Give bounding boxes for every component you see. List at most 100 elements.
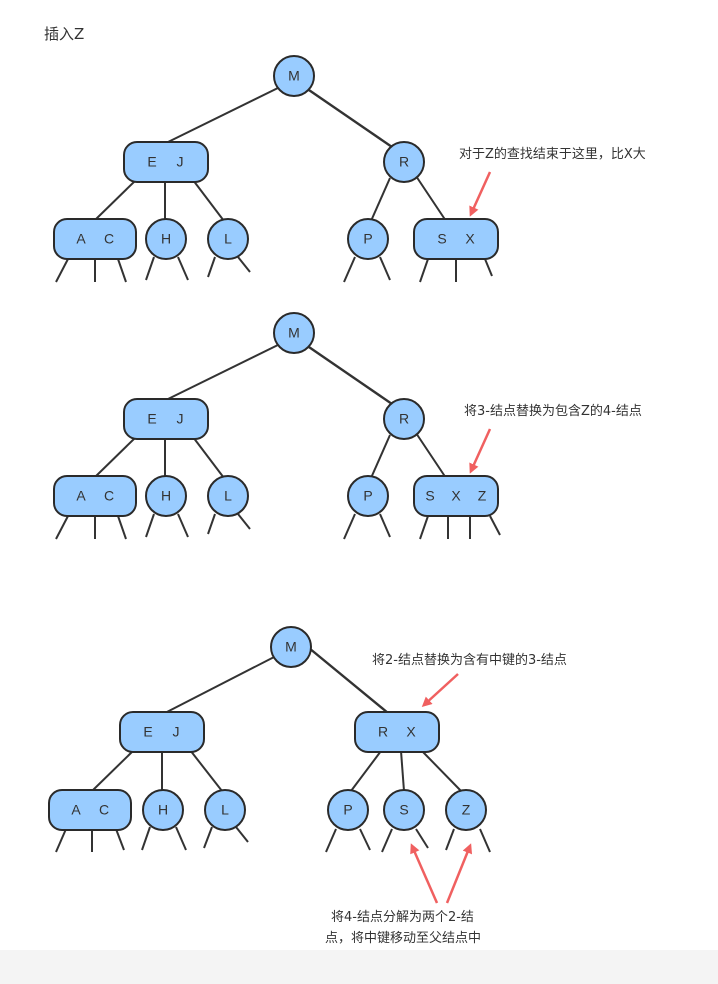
leaf-node-z: Z <box>445 789 487 831</box>
edge <box>305 344 393 405</box>
leaf-link <box>445 828 455 851</box>
leaf-link <box>55 258 69 283</box>
left-node-shape <box>123 398 209 440</box>
edge <box>350 750 382 792</box>
node-key: E <box>143 724 152 740</box>
annotation-arrow-s <box>410 843 439 904</box>
leaf-node-l-shape <box>207 475 249 517</box>
leaf-node-p: P <box>327 789 369 831</box>
right-node: R <box>383 141 425 183</box>
leaf-link <box>145 513 155 538</box>
node-key: A <box>76 231 86 247</box>
annotation-text: 将3-结点替换为包含Z的4-结点 <box>464 403 642 419</box>
node-key: S <box>437 231 446 247</box>
node-key: M <box>285 639 297 655</box>
leaf-node-ac-shape <box>53 218 137 260</box>
leaf-link <box>145 256 155 281</box>
node-key: C <box>99 802 109 818</box>
leaf-link <box>343 513 356 540</box>
leaf-link <box>141 826 151 851</box>
node-key: Z <box>478 488 487 504</box>
leaf-node-rr-shape <box>413 475 499 517</box>
edge <box>91 749 135 792</box>
node-key: M <box>288 325 300 341</box>
edge <box>93 179 137 222</box>
leaf-link <box>419 258 429 283</box>
node-key: L <box>221 802 229 818</box>
leaf-node-p: P <box>347 475 389 517</box>
edge <box>308 647 389 714</box>
tree-edges <box>55 85 501 853</box>
annotation-arrow <box>469 428 492 474</box>
leaf-link <box>177 513 189 538</box>
right-node: R <box>383 398 425 440</box>
edge <box>165 342 283 401</box>
node-key: C <box>104 231 114 247</box>
node-key: C <box>104 488 114 504</box>
edge <box>421 750 464 794</box>
edge <box>165 85 283 144</box>
node-key: X <box>451 488 461 504</box>
leaf-link <box>379 256 391 281</box>
annotation-labels: 对于Z的查找结束于这里，比X大将3-结点替换为包含Z的4-结点将2-结点替换为含… <box>325 146 646 946</box>
leaf-node-l: L <box>204 789 246 831</box>
node-key: M <box>288 68 300 84</box>
edge <box>192 179 225 222</box>
node-key: S <box>425 488 434 504</box>
leaf-link <box>419 515 429 540</box>
node-key: R <box>399 411 409 427</box>
node-key: R <box>399 154 409 170</box>
leaf-node-h-shape <box>145 475 187 517</box>
node-key: H <box>158 802 168 818</box>
leaf-node-h: H <box>145 475 187 517</box>
leaf-link <box>325 828 337 853</box>
leaf-link <box>115 828 125 851</box>
edge <box>415 432 447 479</box>
leaf-node-s-shape <box>383 789 425 831</box>
leaf-link <box>379 513 391 538</box>
edge <box>370 177 391 222</box>
node-key: P <box>363 488 372 504</box>
leaf-node-h: H <box>142 789 184 831</box>
leaf-link <box>55 828 67 853</box>
leaf-node-s: S <box>383 789 425 831</box>
leaf-link <box>55 515 69 540</box>
edge <box>305 87 393 148</box>
node-key: P <box>363 231 372 247</box>
leaf-node-l: L <box>207 218 249 260</box>
node-key: E <box>147 154 156 170</box>
right-node-shape <box>383 141 425 183</box>
leaf-node-p-shape <box>347 218 389 260</box>
node-key: J <box>177 411 184 427</box>
leaf-link <box>479 828 491 853</box>
leaf-node-l-shape <box>207 218 249 260</box>
node-key: X <box>465 231 475 247</box>
node-key: E <box>147 411 156 427</box>
node-key: A <box>71 802 81 818</box>
root-node-shape <box>273 312 315 354</box>
right-node-shape <box>383 398 425 440</box>
leaf-node-p-shape <box>347 475 389 517</box>
edge <box>93 436 137 479</box>
root-node-shape <box>270 626 312 668</box>
page-title: 插入Z <box>44 25 84 43</box>
annotation-arrow-top <box>421 673 459 708</box>
annotation-text-top: 将2-结点替换为含有中键的3-结点 <box>372 652 567 668</box>
leaf-node-z-shape <box>445 789 487 831</box>
node-key: A <box>76 488 86 504</box>
edge <box>370 434 391 479</box>
leaf-node-p: P <box>347 218 389 260</box>
node-key: H <box>161 231 171 247</box>
leaf-link <box>237 513 251 530</box>
node-key: R <box>378 724 388 740</box>
